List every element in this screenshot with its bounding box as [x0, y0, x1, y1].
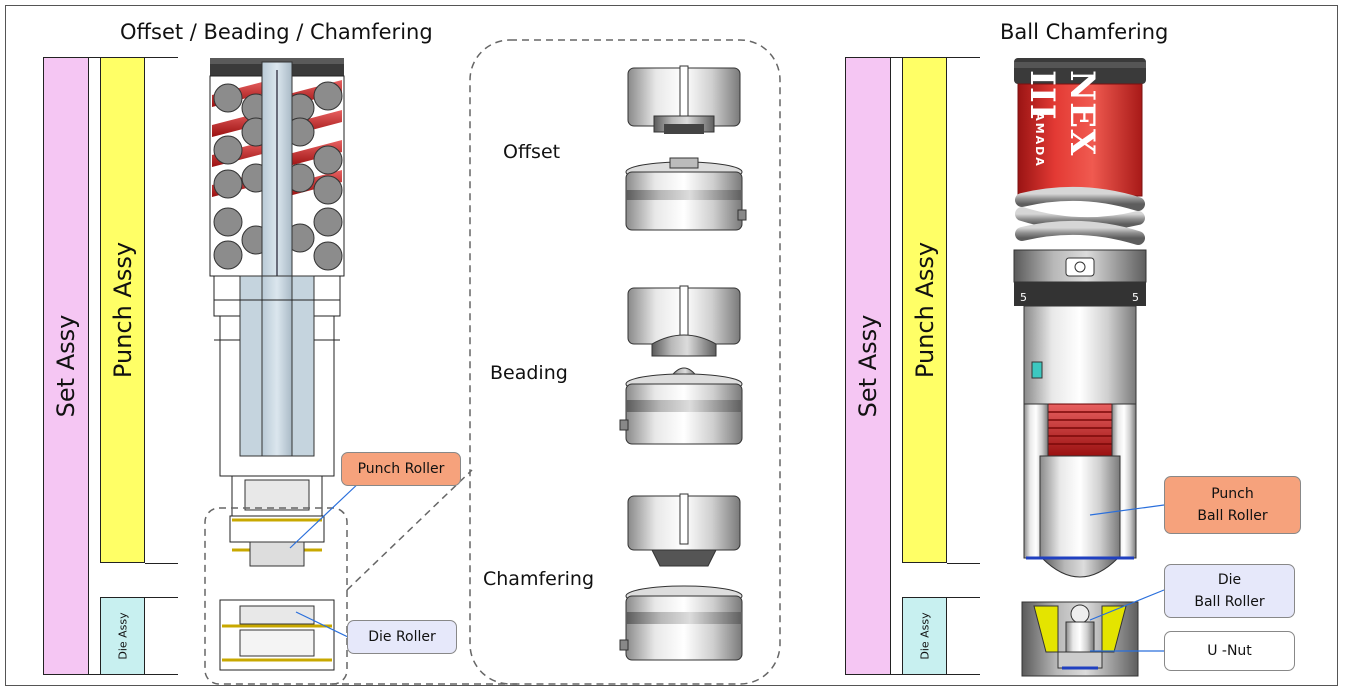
- right-top-line: [891, 57, 980, 58]
- right-section-title: Ball Chamfering: [1000, 20, 1169, 44]
- right-set-assy-bar: Set Assy: [845, 57, 891, 675]
- right-punch-bottom-line: [947, 563, 980, 564]
- amada-logo-text: AMADA: [1033, 112, 1047, 168]
- chamfering-lower-part: [619, 585, 743, 661]
- callout-punch-ball-roller-line1: Punch: [1211, 486, 1254, 502]
- ball-chamfering-tool: [1013, 58, 1147, 677]
- outer-frame: [5, 5, 1338, 686]
- callout-punch-ball-roller-line2: Ball Roller: [1197, 508, 1268, 524]
- tool-types-panel: [469, 39, 781, 685]
- callout-die-roller: Die Roller: [347, 620, 457, 654]
- callout-u-nut: U -Nut: [1164, 631, 1295, 671]
- callout-punch-roller-text: Punch Roller: [357, 461, 445, 477]
- part-mark-left: 5: [1020, 291, 1027, 304]
- left-section-title: Offset / Beading / Chamfering: [120, 20, 433, 44]
- label-chamfering: Chamfering: [483, 568, 595, 590]
- left-section-view: [204, 58, 520, 685]
- callout-die-roller-text: Die Roller: [368, 629, 436, 645]
- left-set-assy-bar: Set Assy: [43, 57, 89, 675]
- right-punch-assy-bar: Punch Assy: [902, 57, 947, 563]
- part-mark-right: 5: [1132, 291, 1139, 304]
- left-bottom-line: [89, 674, 178, 675]
- callout-die-ball-roller-line2: Ball Roller: [1194, 594, 1265, 610]
- label-beading: Beading: [490, 362, 568, 384]
- offset-upper-part: [627, 65, 741, 134]
- right-die-top-line: [947, 597, 980, 598]
- left-top-line: [89, 57, 178, 58]
- left-die-top-line: [145, 597, 178, 598]
- beading-lower-part: [619, 367, 743, 445]
- callout-die-ball-roller: Die Ball Roller: [1164, 564, 1295, 618]
- left-punch-assy-bar: Punch Assy: [100, 57, 145, 563]
- callout-u-nut-text: U -Nut: [1207, 643, 1252, 659]
- offset-lower-part: [625, 157, 747, 231]
- amada-logo: AMADA: [1032, 90, 1048, 190]
- leader-lines: [289, 479, 1165, 652]
- left-die-assy-bar: Die Assy: [100, 597, 145, 675]
- callout-die-ball-roller-line1: Die: [1217, 572, 1242, 588]
- beading-upper-part: [627, 285, 741, 357]
- left-punch-bottom-line: [145, 563, 178, 564]
- chamfering-upper-part: [627, 493, 741, 567]
- right-die-assy-bar: Die Assy: [902, 597, 947, 675]
- callout-punch-ball-roller: Punch Ball Roller: [1164, 476, 1301, 534]
- callout-punch-roller: Punch Roller: [341, 452, 461, 486]
- right-bottom-line: [891, 674, 980, 675]
- label-offset: Offset: [503, 141, 561, 163]
